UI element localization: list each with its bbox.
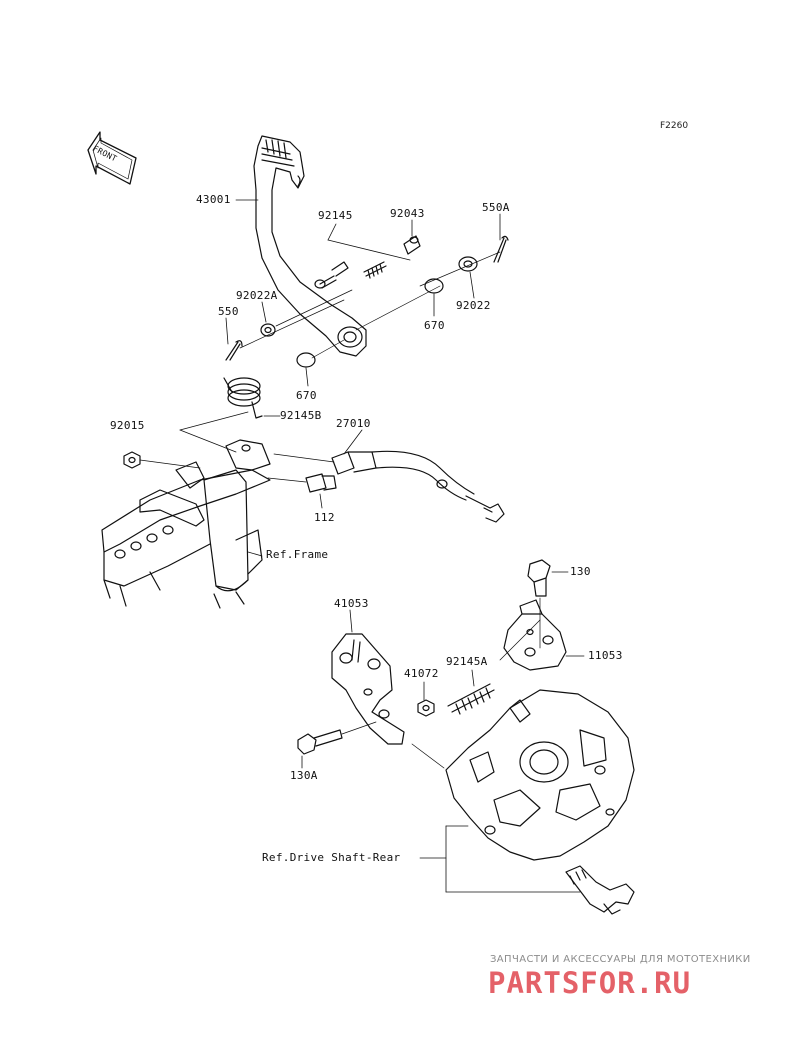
part-label-43001: 43001 bbox=[196, 193, 231, 206]
part-label-92022: 92022 bbox=[456, 299, 491, 312]
part-label-41072: 41072 bbox=[404, 667, 439, 680]
part-label-550a: 550A bbox=[482, 201, 510, 214]
spring-92145 bbox=[327, 239, 411, 279]
spring-92145a bbox=[447, 683, 495, 715]
axis-lines bbox=[239, 251, 501, 359]
part-label-11053: 11053 bbox=[588, 649, 623, 662]
drive-shaft-part bbox=[565, 865, 635, 915]
ref-drive-shaft-label: Ref.Drive Shaft-Rear bbox=[262, 851, 401, 864]
nut-41072 bbox=[417, 699, 435, 717]
part-label-92015: 92015 bbox=[110, 419, 145, 432]
part-label-92145b: 92145B bbox=[280, 409, 322, 422]
bolt-112 bbox=[267, 473, 337, 493]
brake-pedal-part bbox=[253, 135, 367, 357]
diagram-code: F2260 bbox=[660, 121, 689, 131]
watermark-tagline: ЗАПЧАСТИ И АКСЕССУАРЫ ДЛЯ МОТОТЕХНИКИ bbox=[490, 954, 751, 965]
crankcase-cover bbox=[411, 689, 635, 861]
pin-92043 bbox=[403, 235, 421, 255]
o-ring-670-upper bbox=[424, 278, 444, 294]
ref-frame-label: Ref.Frame bbox=[266, 548, 329, 561]
part-label-550: 550 bbox=[218, 305, 239, 318]
cotter-pin-550a bbox=[493, 235, 509, 263]
part-label-92145: 92145 bbox=[318, 209, 353, 222]
part-label-670-upper: 670 bbox=[424, 319, 445, 332]
bracket-11053 bbox=[499, 599, 567, 671]
frame-section bbox=[101, 439, 271, 609]
bolt-130 bbox=[527, 559, 551, 649]
brake-switch-27010 bbox=[273, 450, 505, 523]
cotter-pin-550 bbox=[225, 340, 243, 361]
part-label-130: 130 bbox=[570, 565, 591, 578]
part-label-130a: 130A bbox=[290, 769, 318, 782]
washer-92022 bbox=[458, 256, 478, 272]
part-label-92022a: 92022A bbox=[236, 289, 278, 302]
watermark-logo: PARTSFOR.RU bbox=[488, 966, 692, 1000]
lever-41053 bbox=[331, 633, 405, 745]
torsion-spring-92145b bbox=[223, 377, 263, 419]
washer-92022a bbox=[260, 323, 276, 337]
o-ring-670-lower bbox=[296, 352, 316, 368]
part-label-41053: 41053 bbox=[334, 597, 369, 610]
bolt-130a bbox=[297, 721, 377, 755]
part-label-670-lower: 670 bbox=[296, 389, 317, 402]
part-label-92145a: 92145A bbox=[446, 655, 488, 668]
part-label-27010: 27010 bbox=[336, 417, 371, 430]
nut-92015 bbox=[123, 451, 141, 469]
part-label-112: 112 bbox=[314, 511, 335, 524]
front-arrow-icon bbox=[87, 131, 137, 185]
part-label-92043: 92043 bbox=[390, 207, 425, 220]
leader-lines bbox=[225, 199, 585, 769]
leader-bracket-drive-shaft bbox=[419, 825, 581, 893]
